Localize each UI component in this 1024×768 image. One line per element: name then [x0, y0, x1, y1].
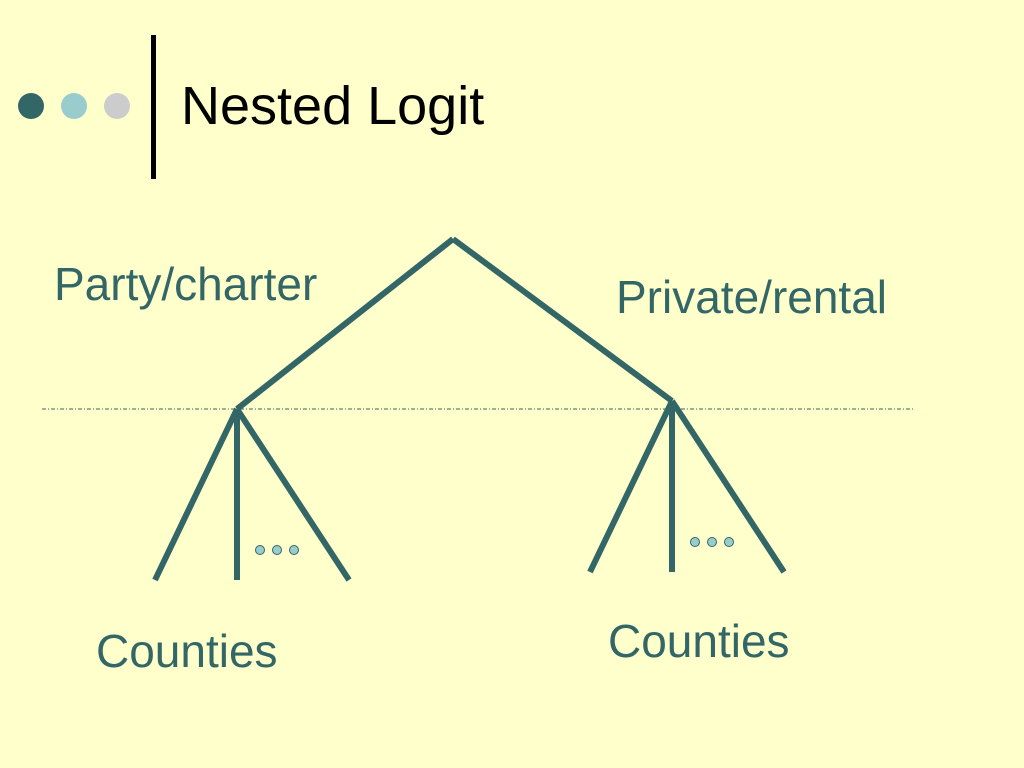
slide-title: Nested Logit — [181, 76, 485, 136]
left-leaf-edge-1 — [152, 407, 240, 582]
bullet-dot-icon — [104, 93, 130, 119]
right-leaf-edge-1 — [587, 399, 675, 574]
leaf-label-right-counties: Counties — [608, 615, 790, 667]
bullet-dot-icon — [61, 93, 87, 119]
right-leaf-edge-3 — [669, 399, 787, 574]
right-ellipsis-icon — [690, 537, 734, 547]
left-ellipsis-icon — [255, 545, 299, 555]
root-to-right-branch-edge — [451, 236, 674, 404]
title-divider — [151, 35, 156, 179]
root-to-left-branch-edge — [235, 236, 455, 412]
bullet-dot-icon — [18, 93, 44, 119]
leaf-label-left-counties: Counties — [96, 625, 278, 677]
left-leaf-edge-3 — [234, 407, 352, 582]
branch-label-private-rental: Private/rental — [616, 271, 888, 323]
branch-label-party-charter: Party/charter — [54, 258, 318, 310]
